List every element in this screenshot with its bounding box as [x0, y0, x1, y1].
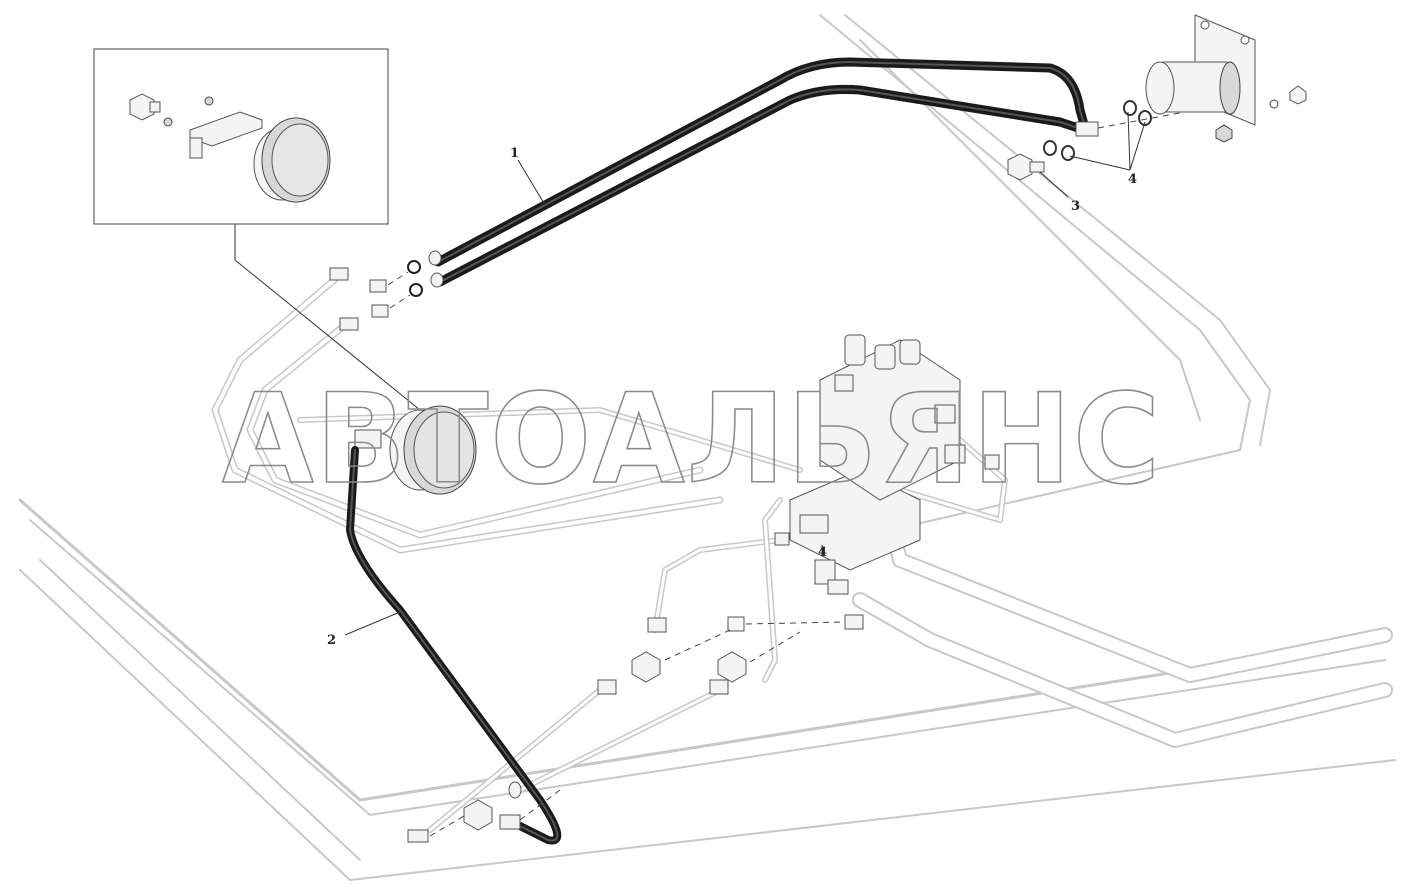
assembly-line: [664, 629, 731, 661]
hose-2: [346, 446, 562, 845]
nut-fitting: [329, 267, 349, 281]
inset-bracket: [189, 111, 263, 159]
callout-3-leader: [1039, 171, 1069, 198]
detail-inset: [93, 48, 389, 225]
assembly-line: [745, 621, 846, 625]
hose-1-fittings-left: [329, 250, 444, 331]
callout-4-leader: [1127, 111, 1131, 171]
callout-4-secondary: 4: [818, 545, 827, 560]
callout-2-leader: [344, 611, 401, 636]
seal-washer: [1043, 140, 1057, 156]
banjo-bolt: [1007, 153, 1045, 181]
gauge-fitting: [354, 429, 382, 449]
callout-1-leader: [517, 159, 546, 206]
banjo-fitting: [1075, 121, 1099, 137]
inset-leader: [234, 259, 421, 411]
assembly-line: [749, 631, 801, 663]
inset-washer: [163, 117, 173, 127]
inset-washer-small: [204, 96, 214, 106]
cylinder-fasteners: [1215, 85, 1307, 143]
seal-washer: [1061, 145, 1075, 161]
adapter-fitting: [369, 279, 387, 293]
hose-1: [433, 57, 1090, 287]
nut-fitting: [339, 317, 359, 331]
callout-4-leader: [1069, 155, 1131, 171]
assembly-line: [519, 789, 561, 821]
seal-washer: [1123, 100, 1137, 116]
o-ring: [409, 283, 423, 297]
assembly-line: [389, 294, 411, 309]
pressure-gauge: [354, 405, 477, 495]
callout-4: 4: [1128, 172, 1137, 187]
adapter-fitting: [371, 304, 389, 318]
watermark-text: АВТОАЛЬЯНС: [222, 368, 1162, 512]
valve-fittings-lower: [597, 514, 864, 695]
o-ring: [407, 260, 421, 274]
callout-4-leader: [1129, 121, 1146, 171]
inset-nut: [129, 93, 161, 121]
assembly-line: [387, 271, 409, 286]
callout-2: 2: [327, 633, 336, 648]
inset-gauge: [253, 117, 331, 203]
seal-washer: [1138, 110, 1152, 126]
hose-2-fittings: [407, 781, 522, 843]
callout-1: 1: [510, 146, 519, 161]
hose-1-fittings-right: [1043, 100, 1152, 161]
hydraulic-cylinder: [1145, 14, 1256, 126]
pipe-loop-left: [211, 271, 803, 554]
callout-3: 3: [1071, 199, 1080, 214]
assembly-line: [1097, 99, 1251, 129]
